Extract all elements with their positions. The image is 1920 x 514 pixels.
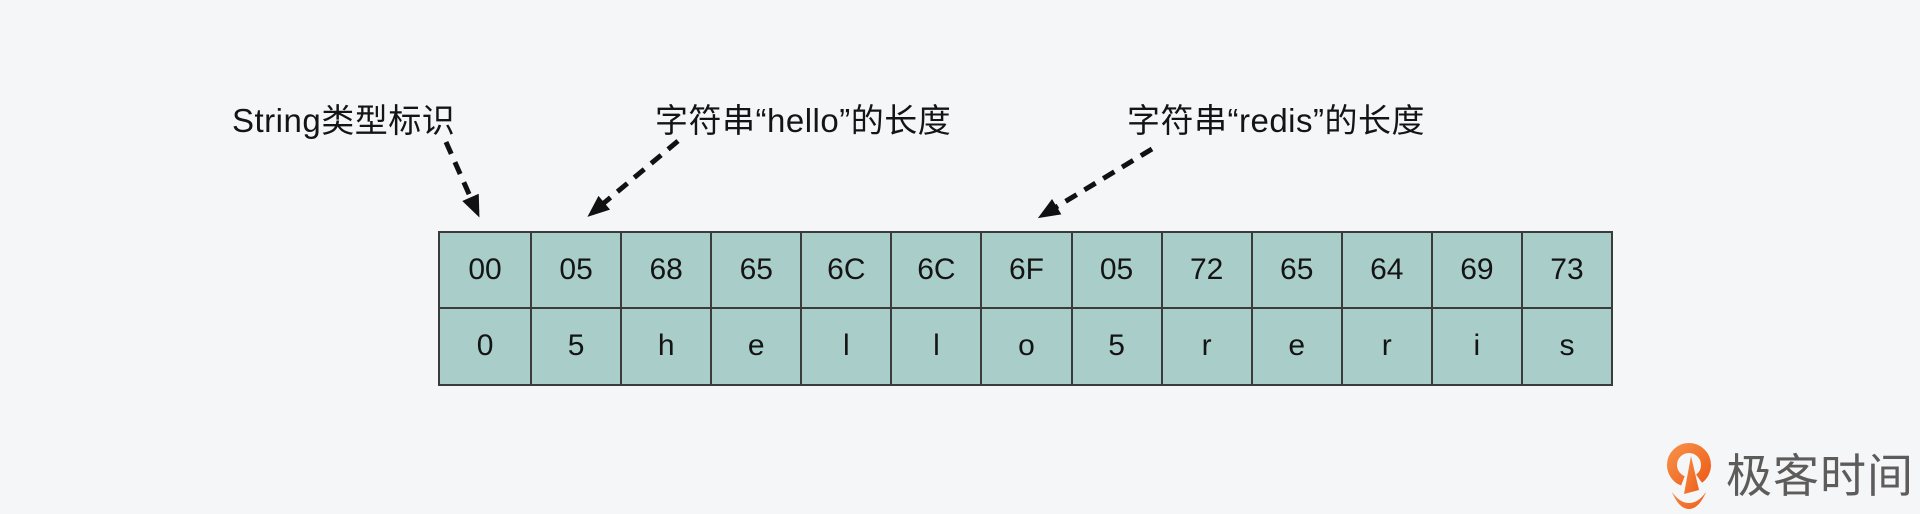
byte-cell-hex: 68 <box>620 233 711 309</box>
arrow-redis-length-icon <box>1037 146 1154 219</box>
byte-cell-char: 5 <box>1070 308 1161 384</box>
arrow-hello-length-icon <box>587 139 680 217</box>
byte-cell-hex: 6F <box>980 233 1071 309</box>
byte-cell-char: 0 <box>476 329 494 363</box>
byte-cell-hex: 6C <box>890 233 981 309</box>
byte-cell-hex: 05 <box>1070 233 1161 309</box>
byte-cell-char: e <box>710 308 800 384</box>
byte-cell-char: 5 <box>530 308 620 384</box>
geektime-pin-icon <box>1667 443 1711 509</box>
byte-cell-char: l <box>890 308 980 384</box>
byte-cell-char: h <box>620 308 710 384</box>
byte-cell-char: e <box>1250 308 1341 384</box>
byte-cell-char: r <box>1160 308 1251 384</box>
byte-cell-hex: 05 <box>530 233 621 309</box>
byte-cell-hex: 73 <box>1520 233 1611 309</box>
byte-cell-hex: 65 <box>710 233 801 309</box>
byte-table: 00 05 68 65 6C 6C 6F 05 72 65 64 69 73 0… <box>438 231 1613 386</box>
annotation-hello-length: 字符串“hello”的长度 <box>655 102 952 139</box>
byte-cell-hex: 64 <box>1340 233 1431 309</box>
geektime-logo-text: 极客时间 <box>1726 449 1914 502</box>
byte-cell-hex: 6C <box>800 233 891 309</box>
byte-cell-hex: 65 <box>1250 233 1341 309</box>
geektime-logo: 极客时间 <box>1665 442 1914 509</box>
byte-cell-char: r <box>1340 308 1431 384</box>
byte-cell-char: o <box>980 308 1070 384</box>
byte-cell-hex: 72 <box>1160 233 1251 309</box>
byte-cell-hex: 00 <box>440 233 531 309</box>
arrow-string-type-icon <box>443 140 480 218</box>
byte-cell-char: s <box>1520 308 1611 384</box>
byte-cell-char: l <box>800 308 890 384</box>
byte-cell-hex: 69 <box>1430 233 1521 309</box>
annotation-redis-length: 字符串“redis”的长度 <box>1127 102 1426 139</box>
byte-cell-char: i <box>1430 308 1521 384</box>
annotation-string-type: String类型标识 <box>232 102 456 139</box>
